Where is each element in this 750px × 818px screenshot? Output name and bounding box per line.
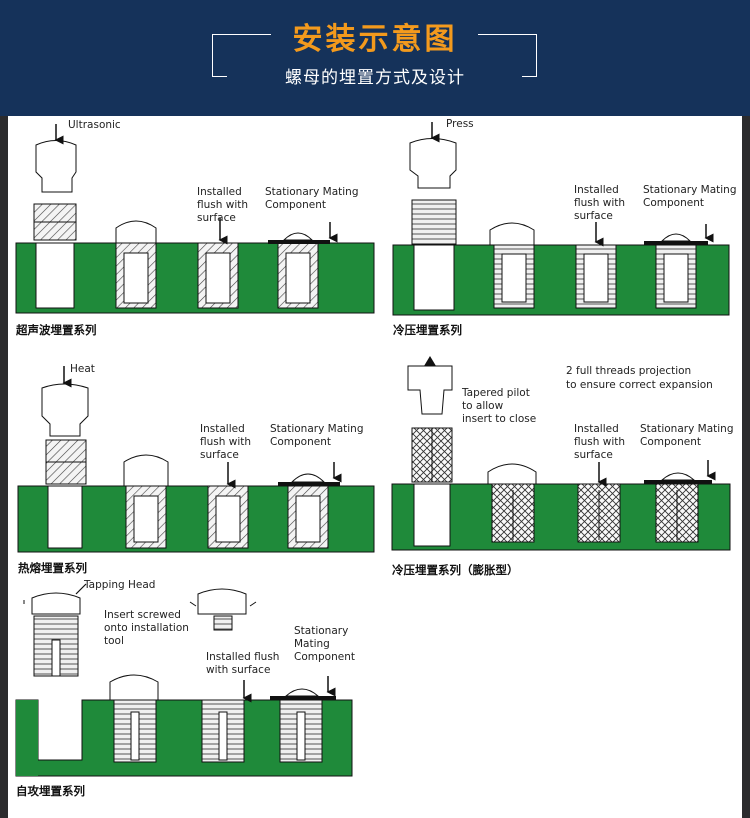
heat-panel: Heat Installed flush with surface Statio… [17, 363, 375, 575]
label-installed-1: Installed [197, 186, 242, 198]
label-mating-2: Component [643, 197, 704, 209]
label-installed-3: surface [574, 210, 613, 222]
label-installed-1: Installed [574, 423, 619, 435]
label-installed-3: surface [200, 449, 239, 461]
label-screwed-2: onto installation [104, 622, 189, 634]
label-installed-2: flush with [200, 436, 251, 448]
label-installed-2: flush with [197, 199, 248, 211]
bracket-bottom-right [522, 52, 537, 77]
label-installed-2: flush with [574, 436, 625, 448]
caption-tapping: 自攻埋置系列 [16, 784, 85, 798]
label-mating-1: Stationary Mating [640, 423, 733, 435]
label-threads-2: to ensure correct expansion [566, 379, 713, 391]
bracket-top-left [212, 34, 271, 53]
label-mating-2: Component [640, 436, 701, 448]
label-installed-1: Installed [574, 184, 619, 196]
caption-press: 冷压埋置系列 [393, 323, 462, 337]
page-subtitle: 螺母的埋置方式及设计 [285, 68, 465, 88]
label-installed-2: with surface [206, 664, 270, 676]
label-pilot-2: to allow [462, 400, 504, 412]
tapping-panel: Tapping Head Insert screwed onto install… [15, 579, 355, 798]
caption-ultrasonic: 超声波埋置系列 [15, 323, 97, 337]
label-press: Press [446, 118, 474, 130]
page-title: 安装示意图 [292, 22, 458, 57]
label-threads-1: 2 full threads projection [566, 365, 691, 377]
label-mating-2: Mating [294, 638, 330, 650]
caption-expansion: 冷压埋置系列（膨胀型） [392, 563, 519, 577]
ultrasonic-panel: Ultrasonic Installed flush with surface … [15, 119, 375, 337]
label-installed-1: Installed flush [206, 651, 279, 663]
label-installed-1: Installed [200, 423, 245, 435]
insert [411, 199, 457, 245]
tapping-head [31, 592, 81, 615]
hole [35, 242, 75, 309]
hole [413, 244, 455, 311]
label-mating-2: Component [270, 436, 331, 448]
tapered-pilot [407, 365, 453, 415]
label-installed-3: surface [197, 212, 236, 224]
label-tapping-head: Tapping Head [83, 579, 155, 591]
label-mating-1: Stationary Mating [265, 186, 358, 198]
ultrasonic-horn [35, 140, 77, 193]
label-mating-3: Component [294, 651, 355, 663]
label-mating-2: Component [265, 199, 326, 211]
label-screwed-3: tool [104, 635, 124, 647]
hole [413, 483, 451, 547]
label-installed-3: surface [574, 449, 613, 461]
caption-heat: 热熔埋置系列 [18, 561, 87, 575]
hole [47, 485, 83, 549]
label-heat: Heat [70, 363, 95, 375]
bracket-top-right [478, 34, 537, 53]
heat-tool [41, 383, 89, 437]
label-mating-1: Stationary Mating [643, 184, 736, 196]
label-pilot-3: insert to close [462, 413, 536, 425]
tapping-tool-2 [197, 588, 247, 615]
expansion-panel: Tapered pilot to allow insert to close 2… [391, 356, 733, 577]
label-ultrasonic: Ultrasonic [68, 119, 121, 131]
header-banner: 安装示意图 螺母的埋置方式及设计 [0, 0, 750, 116]
label-installed-2: flush with [574, 197, 625, 209]
label-mating-1: Stationary [294, 625, 348, 637]
press-panel: Press Installed flush with surface Stati… [392, 118, 736, 337]
label-mating-1: Stationary Mating [270, 423, 363, 435]
press-tool [409, 138, 457, 189]
label-pilot-1: Tapered pilot [461, 387, 530, 399]
bracket-bottom-left [212, 52, 227, 77]
label-screwed-1: Insert screwed [104, 609, 181, 621]
